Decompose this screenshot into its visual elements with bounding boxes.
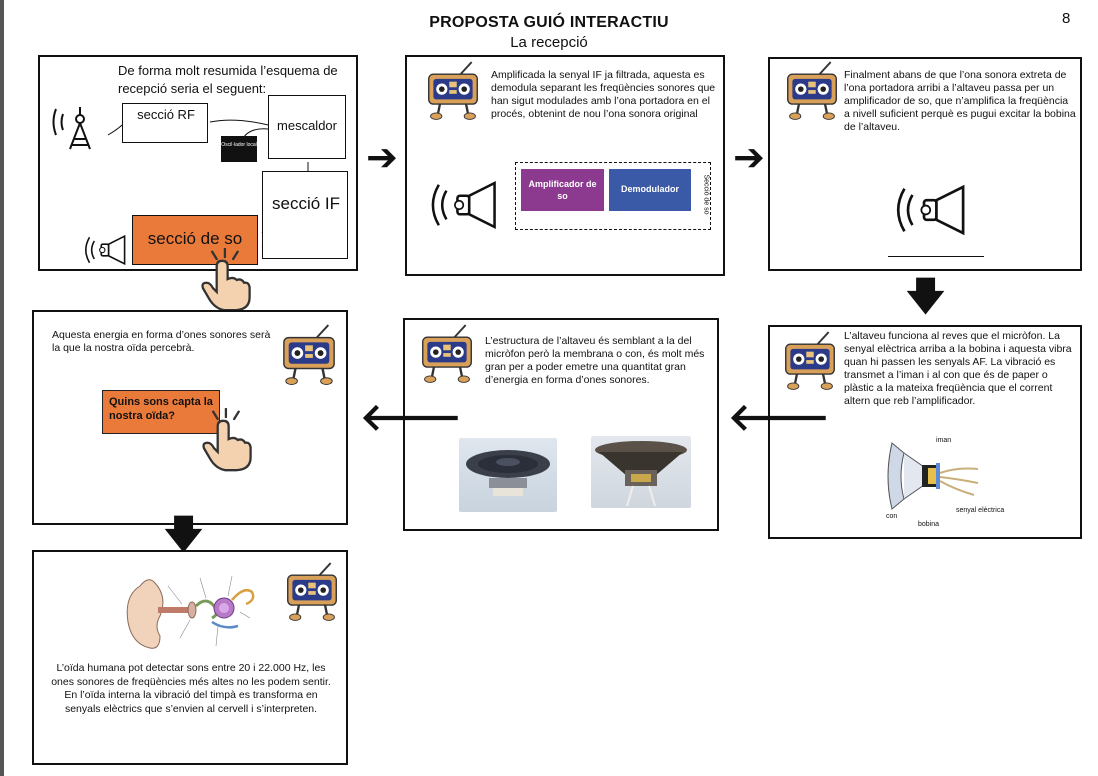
robot-radio-icon	[284, 562, 340, 622]
robot-radio-icon	[782, 331, 838, 391]
arrow-right-icon: ➔	[366, 137, 398, 179]
panel-text: Aquesta energia en forma d’ones sonores …	[52, 329, 271, 354]
amplifier-block: Amplificador de so	[521, 169, 604, 211]
speaker-photo-front	[459, 438, 557, 512]
if-section-box: secció IF	[262, 171, 348, 259]
panel-demodulation: Amplificada la senyal IF ja filtrada, aq…	[405, 55, 725, 276]
arrow-right-icon: ➔	[733, 137, 765, 179]
page-number: 8	[1062, 10, 1071, 27]
label-senyal: senyal elèctrica	[956, 507, 1005, 514]
speaker-photo-side	[591, 436, 691, 508]
panel-text: De forma molt resumida l’esquema de rece…	[118, 63, 338, 96]
robot-radio-icon	[425, 61, 481, 121]
label-iman: iman	[936, 437, 952, 444]
panel-final-amplifier: Finalment abans de que l’ona sonora extr…	[768, 57, 1082, 271]
what-sounds-button[interactable]: Quins sons capta la nostra oïda?	[102, 390, 220, 434]
panel-loudspeaker-function: L’altaveu funciona al reves que el micrò…	[768, 325, 1082, 539]
label-con: con	[886, 513, 898, 520]
demodulator-label: Demodulador	[620, 184, 679, 194]
panel-text: Amplificada la senyal IF ja filtrada, aq…	[491, 69, 716, 120]
robot-radio-icon	[419, 324, 475, 384]
audio-section-vertical-label: Secció de so	[702, 174, 710, 215]
rf-section-label: secció RF	[137, 107, 195, 122]
panel-ear-perceives: Aquesta energia en forma d’ones sonores …	[32, 310, 348, 525]
pointing-hand-icon[interactable]	[196, 408, 254, 472]
amplifier-label: Amplificador de so	[528, 179, 597, 201]
pointing-hand-icon[interactable]	[196, 248, 252, 312]
audio-section-label: secció de so	[147, 229, 243, 248]
speaker-icon	[427, 175, 503, 235]
page-title: PROPOSTA GUIÓ INTERACTIU	[429, 14, 669, 31]
label-bobina: bobina	[918, 521, 940, 528]
robot-radio-icon	[784, 61, 840, 121]
panel-human-ear: L’oïda humana pot detectar sons entre 20…	[32, 550, 348, 765]
panel-reception-schema: De forma molt resumida l’esquema de rece…	[38, 55, 358, 271]
robot-radio-icon	[280, 324, 338, 386]
audio-section-frame	[515, 162, 711, 230]
divider-line	[888, 256, 984, 257]
arrow-down-icon: 🡇	[164, 514, 204, 556]
demodulator-block: Demodulador	[609, 169, 691, 211]
rf-section-box: secció RF	[122, 103, 208, 143]
panel-text: Finalment abans de que l’ona sonora extr…	[844, 69, 1076, 133]
audio-section-button[interactable]: secció de so	[132, 215, 258, 265]
panel-loudspeaker-structure: L’estructura de l’altaveu és semblant a …	[403, 318, 719, 531]
arrow-left-icon: 🡐	[360, 397, 462, 439]
panel-text: L’altaveu funciona al reves que el micrò…	[844, 330, 1072, 407]
panel-text: L’oïda humana pot detectar sons entre 20…	[51, 662, 331, 715]
mixer-box: mescaldor	[268, 95, 346, 159]
antenna-icon	[52, 107, 91, 150]
local-oscillator-box: Oscil·lador local	[221, 136, 257, 162]
ear-anatomy-diagram	[126, 575, 255, 649]
if-section-label: secció IF	[271, 194, 341, 213]
mixer-label: mescaldor	[277, 118, 337, 133]
speaker-icon	[78, 233, 134, 267]
page-subtitle: La recepció	[510, 34, 588, 51]
panel-text: L’estructura de l’altaveu és semblant a …	[485, 335, 705, 386]
local-oscillator-label: Oscil·lador local	[221, 142, 257, 148]
speaker-icon	[892, 175, 972, 245]
page-edge	[0, 0, 4, 776]
arrow-down-icon: 🡇	[906, 276, 946, 318]
arrow-left-icon: 🡐	[728, 397, 830, 439]
loudspeaker-cross-section	[887, 442, 979, 510]
